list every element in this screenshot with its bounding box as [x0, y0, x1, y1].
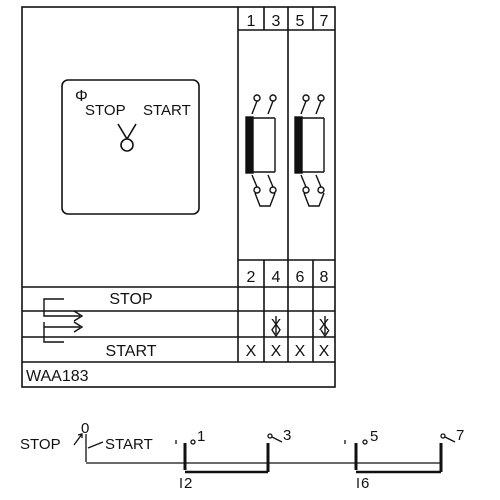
diagram-frame — [21, 6, 336, 388]
mark-r3-c2: X — [271, 343, 282, 360]
seq-zero-label: 0 — [81, 420, 89, 437]
mark-r2-c2: X — [271, 317, 282, 334]
sequence-diagram — [73, 433, 456, 488]
switch-face-box — [61, 79, 200, 215]
terminal-bottom-8: 8 — [320, 269, 329, 286]
position-arrows — [43, 298, 330, 343]
seq-num-1: 1 — [197, 428, 205, 445]
phase-symbol: Φ — [75, 88, 88, 105]
seq-num-3: 3 — [283, 427, 291, 444]
seq-num-5: 5 — [370, 428, 378, 445]
mark-r3-c3: X — [295, 343, 306, 360]
model-label: WAA183 — [26, 368, 89, 385]
seq-num-2: 2 — [184, 475, 192, 492]
terminal-bottom-4: 4 — [272, 269, 281, 286]
seq-stop-label: STOP — [20, 436, 61, 453]
terminal-top-3: 3 — [272, 13, 281, 30]
terminal-top-5: 5 — [296, 13, 305, 30]
terminal-bottom-6: 6 — [296, 269, 305, 286]
face-start-label: START — [143, 102, 191, 119]
knob-icon — [120, 138, 134, 152]
mark-r2-c4: X — [319, 317, 330, 334]
contact-block-1 — [245, 94, 277, 207]
terminal-top-1: 1 — [247, 13, 256, 30]
seq-num-7: 7 — [456, 427, 464, 444]
seq-num-6: 6 — [361, 475, 369, 492]
face-stop-label: STOP — [85, 102, 126, 119]
contact-block-2 — [294, 94, 325, 207]
row-start-label: START — [106, 343, 157, 360]
seq-start-label: START — [105, 436, 153, 453]
mark-r3-c1: X — [246, 343, 257, 360]
row-stop-label: STOP — [109, 291, 152, 308]
terminal-top-7: 7 — [320, 13, 329, 30]
terminal-bottom-2: 2 — [247, 269, 256, 286]
mark-r3-c4: X — [319, 343, 330, 360]
